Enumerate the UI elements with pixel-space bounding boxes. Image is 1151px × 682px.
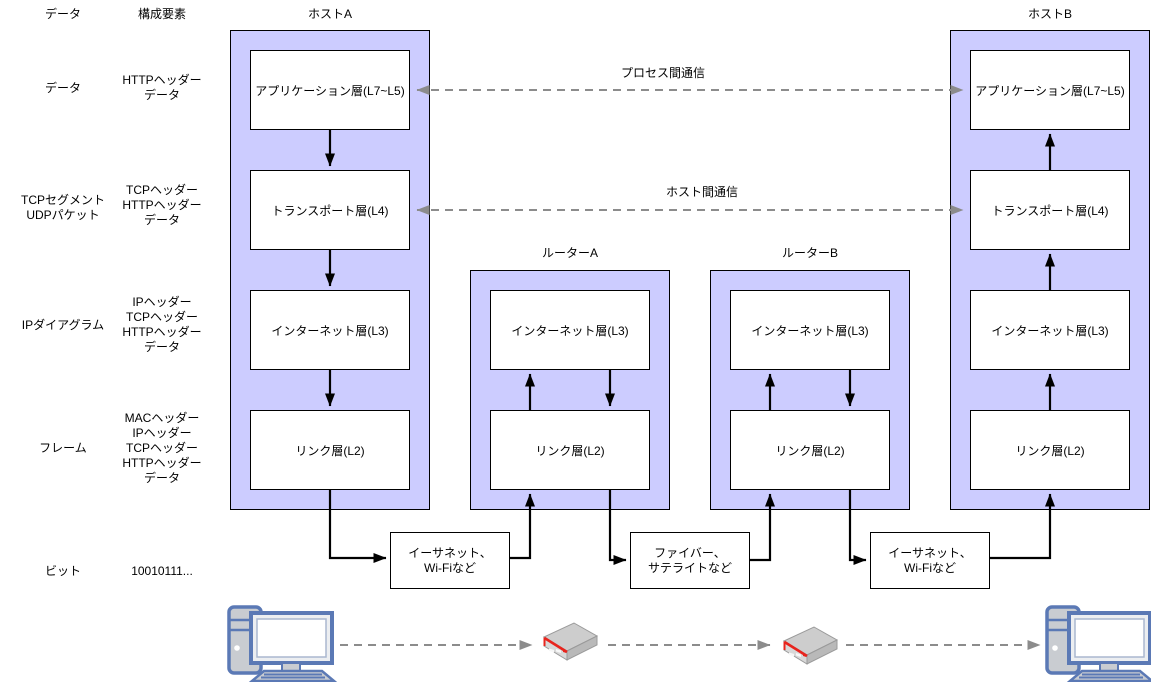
solid-arrows	[325, 130, 1055, 565]
row-data-label: IPダイアグラム	[21, 318, 105, 332]
row-components-label: IPヘッダー TCPヘッダー HTTPヘッダー データ	[122, 295, 202, 354]
row-data-label: フレーム	[39, 441, 87, 455]
router-a-layer-internet: インターネット層(L3)	[490, 290, 650, 370]
host-a-layer-link: リンク層(L2)	[250, 410, 410, 490]
row-components-label: MACヘッダー IPヘッダー TCPヘッダー HTTPヘッダー データ	[122, 411, 202, 485]
host-a-layer-internet: インターネット層(L3)	[250, 290, 410, 370]
row-components-label: TCPヘッダー HTTPヘッダー データ	[122, 183, 202, 227]
row-components-label: 10010111...	[131, 564, 193, 578]
router-icon	[537, 618, 603, 664]
router-b-title: ルーターB	[781, 246, 838, 260]
row-data-label: ビット	[44, 564, 81, 578]
router-b-layer-internet: インターネット層(L3)	[730, 290, 890, 370]
computer-icon	[226, 604, 338, 682]
host-b-title: ホストB	[1027, 7, 1072, 21]
host-b-layer-transport: トランスポート層(L4)	[970, 170, 1130, 250]
column-header-data: データ	[44, 7, 81, 21]
process-communication-label: プロセス間通信	[620, 66, 705, 80]
router-b-layer-link: リンク層(L2)	[730, 410, 890, 490]
router-a-title: ルーターA	[541, 246, 598, 260]
host-a-layer-transport: トランスポート層(L4)	[250, 170, 410, 250]
media-box-ethernet-1: イーサネット、 Wi-Fiなど	[390, 532, 510, 589]
router-icon	[777, 622, 843, 668]
row-data-label: TCPセグメント UDPパケット	[20, 193, 105, 222]
host-a-title: ホストA	[307, 7, 352, 21]
host-b-layer-internet: インターネット層(L3)	[970, 290, 1130, 370]
host-b-layer-application: アプリケーション層(L7~L5)	[970, 50, 1130, 130]
host-b-layer-link: リンク層(L2)	[970, 410, 1130, 490]
column-header-components: 構成要素	[137, 7, 186, 21]
media-box-ethernet-2: イーサネット、 Wi-Fiなど	[870, 532, 990, 589]
dashed-arrows	[340, 85, 1041, 650]
computer-icon	[1044, 604, 1151, 682]
row-components-label: HTTPヘッダー データ	[122, 73, 202, 102]
host-a-layer-application: アプリケーション層(L7~L5)	[250, 50, 410, 130]
router-a-layer-link: リンク層(L2)	[490, 410, 650, 490]
host-communication-label: ホスト間通信	[665, 185, 738, 199]
media-box-fiber: ファイバー、 サテライトなど	[630, 532, 750, 589]
row-data-label: データ	[44, 81, 81, 95]
